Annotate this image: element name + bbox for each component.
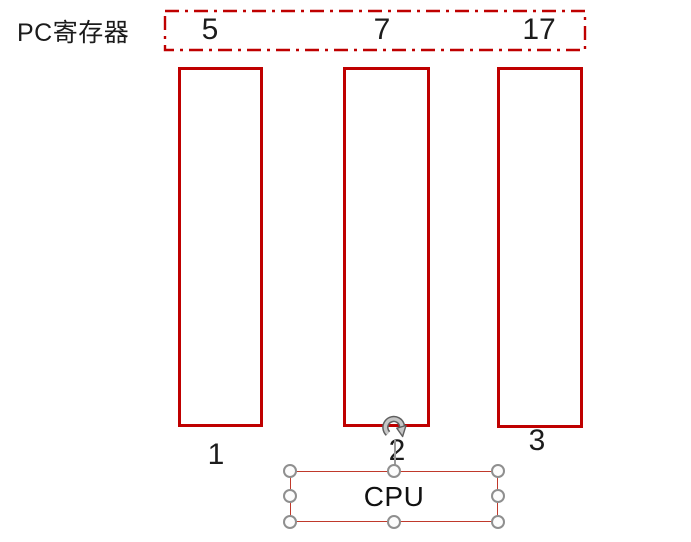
resize-handle-middle-left[interactable] — [283, 489, 297, 503]
memory-column-2[interactable] — [343, 67, 430, 427]
memory-column-1[interactable] — [178, 67, 263, 427]
memory-column-label-3[interactable]: 3 — [528, 424, 546, 457]
rotate-connector-line — [394, 440, 396, 472]
pc-register-value-1[interactable]: 5 — [201, 13, 219, 46]
resize-handle-bottom-left[interactable] — [283, 515, 297, 529]
cpu-shape[interactable]: CPU — [290, 471, 498, 522]
rotate-handle-icon[interactable] — [380, 413, 410, 443]
cpu-label: CPU — [363, 480, 425, 512]
resize-handle-top-left[interactable] — [283, 464, 297, 478]
pc-register-value-3[interactable]: 17 — [522, 13, 556, 46]
resize-handle-top-center[interactable] — [387, 464, 401, 478]
pc-register-value-2[interactable]: 7 — [373, 13, 391, 46]
memory-column-label-2[interactable]: 2 — [388, 434, 406, 467]
memory-column-3[interactable] — [497, 67, 583, 428]
pc-register-label[interactable]: PC寄存器 — [17, 19, 130, 47]
resize-handle-top-right[interactable] — [491, 464, 505, 478]
pc-register-box[interactable] — [163, 8, 587, 52]
resize-handle-bottom-right[interactable] — [491, 515, 505, 529]
memory-column-label-1[interactable]: 1 — [207, 438, 225, 471]
resize-handle-middle-right[interactable] — [491, 489, 505, 503]
resize-handle-bottom-center[interactable] — [387, 515, 401, 529]
